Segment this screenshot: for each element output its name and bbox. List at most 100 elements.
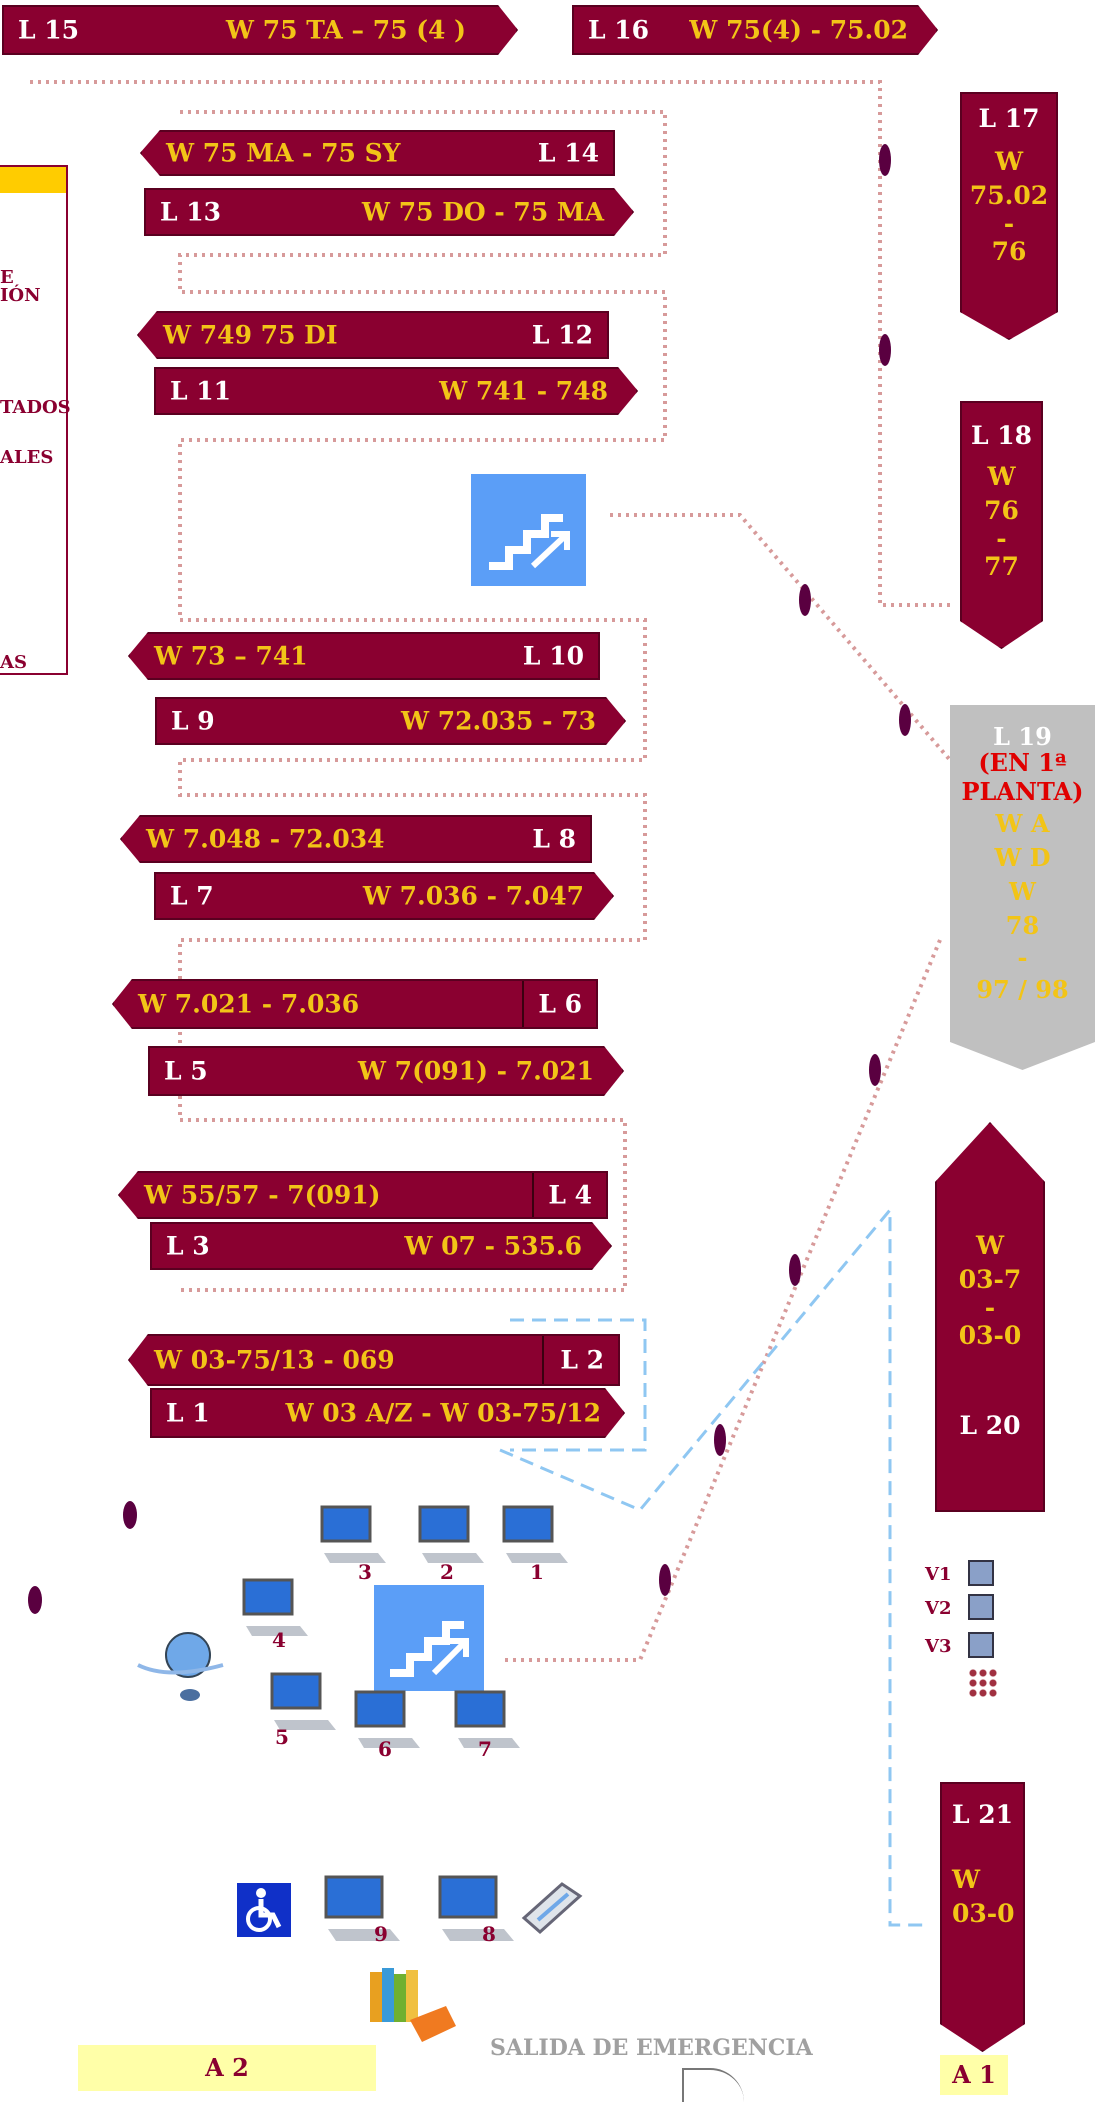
shelf-l10[interactable]: W 73 – 741 L 10 <box>128 632 600 680</box>
computer-number: 1 <box>530 1560 544 1584</box>
shelf-label: L 11 <box>170 376 232 406</box>
shelf-range: W 75 TA – 75 (4 ) <box>225 15 466 45</box>
computer-icon[interactable] <box>322 1875 402 1945</box>
shelf-label: L 19 <box>993 722 1052 751</box>
computer-icon[interactable] <box>318 1505 388 1565</box>
floor-note-1: (EN 1ª <box>978 748 1067 777</box>
shelf-range-2: 03-7 <box>958 1265 1022 1294</box>
computer-icon[interactable] <box>416 1505 486 1565</box>
shelf-divider <box>542 1336 544 1384</box>
shelf-l6[interactable]: W 7.021 - 7.036 L 6 <box>112 979 598 1029</box>
shelf-l4[interactable]: W 55/57 - 7(091) L 4 <box>118 1171 608 1219</box>
shelf-range: W 55/57 - 7(091) <box>144 1180 381 1210</box>
computer-icon[interactable] <box>436 1875 516 1945</box>
shelf-l9[interactable]: L 9 W 72.035 - 73 <box>155 697 626 745</box>
shelf-range-2: 75.02 <box>969 181 1049 210</box>
shelf-l5[interactable]: L 5 W 7(091) - 7.021 <box>148 1046 624 1096</box>
shelf-range-1: W <box>975 1231 1005 1260</box>
viewer-v1-icon[interactable] <box>968 1560 994 1586</box>
viewer-v2-label: V2 <box>925 1598 952 1619</box>
shelf-label: L 6 <box>538 989 582 1019</box>
shelf-range: W 03 A/Z - W 03-75/12 <box>285 1398 601 1428</box>
shelf-range: W 07 - 535.6 <box>404 1231 582 1261</box>
legend-text-3: TADOS <box>0 397 71 418</box>
shelf-l1[interactable]: L 1 W 03 A/Z - W 03-75/12 <box>150 1388 625 1438</box>
shelf-label: L 5 <box>164 1056 208 1086</box>
computer-icon[interactable] <box>240 1578 310 1638</box>
legend-box: E IÓN TADOS ALES AS <box>0 165 71 675</box>
shelf-l19[interactable]: L 19 (EN 1ª PLANTA) W A W D W 78 - 97 / … <box>950 705 1095 1070</box>
computer-icon[interactable] <box>500 1505 570 1565</box>
shelf-l14[interactable]: W 75 MA - 75 SY L 14 <box>140 130 615 176</box>
shelf-range-4: 78 <box>1005 911 1040 940</box>
shelf-label: L 13 <box>160 197 222 227</box>
stairs-icon <box>471 474 586 586</box>
computer-icon[interactable] <box>352 1690 422 1750</box>
legend-text-2: IÓN <box>0 285 41 306</box>
shelf-range-2: W D <box>994 843 1051 872</box>
zone-a2: A 2 <box>78 2045 376 2091</box>
computer-icon[interactable] <box>452 1690 522 1750</box>
viewer-v1-label: V1 <box>925 1564 952 1585</box>
shelf-label: L 15 <box>18 15 80 45</box>
shelf-label: L 2 <box>560 1345 604 1375</box>
shelf-range-4: 76 <box>991 237 1027 266</box>
emergency-exit-label[interactable]: SALIDA DE EMERGENCIA <box>490 2035 813 2061</box>
shelf-range: W 7(091) - 7.021 <box>357 1056 594 1086</box>
scanner-icon[interactable] <box>518 1878 584 1938</box>
shelf-l12[interactable]: W 749 75 DI L 12 <box>137 311 609 359</box>
legend-header <box>0 167 66 193</box>
shelf-label: L 4 <box>548 1180 592 1210</box>
shelf-range-4: 03-0 <box>958 1321 1022 1350</box>
shelf-l3[interactable]: L 3 W 07 - 535.6 <box>150 1222 612 1270</box>
computer-number: 8 <box>482 1922 496 1946</box>
shelf-range: W 75(4) - 75.02 <box>689 15 908 45</box>
shelf-range: W 75 DO - 75 MA <box>361 197 604 227</box>
shelf-label: L 1 <box>166 1398 210 1428</box>
zone-a1: A 1 <box>940 2055 1008 2095</box>
shelf-range-3: W <box>1009 877 1036 906</box>
computer-number: 3 <box>358 1560 372 1584</box>
stairs-icon <box>374 1585 484 1691</box>
computer-number: 5 <box>275 1725 289 1749</box>
shelf-l7[interactable]: L 7 W 7.036 - 7.047 <box>154 872 614 920</box>
shelf-range-1: W <box>952 1865 981 1894</box>
computer-number: 2 <box>440 1560 454 1584</box>
shelf-label: L 12 <box>531 320 593 350</box>
shelf-l21[interactable]: L 21 W 03-0 <box>940 1782 1025 2052</box>
shelf-l18[interactable]: L 18 W 76 - 77 <box>960 401 1043 649</box>
computer-number: 6 <box>378 1737 392 1761</box>
shelf-l20[interactable]: W 03-7 - 03-0 L 20 <box>935 1122 1045 1512</box>
viewer-v2-icon[interactable] <box>968 1594 994 1620</box>
shelf-label: L 20 <box>959 1411 1021 1440</box>
viewer-v3-icon[interactable] <box>968 1632 994 1658</box>
shelf-label: L 8 <box>532 824 576 854</box>
shelf-l2[interactable]: W 03-75/13 - 069 L 2 <box>128 1334 620 1386</box>
shelf-range-6: 97 / 98 <box>976 975 1069 1004</box>
shelf-label: L 21 <box>952 1800 1014 1829</box>
shelf-range: W 7.021 - 7.036 <box>138 989 360 1019</box>
shelf-l8[interactable]: W 7.048 - 72.034 L 8 <box>120 815 592 863</box>
shelf-l13[interactable]: L 13 W 75 DO - 75 MA <box>144 188 634 236</box>
shelf-range: W 75 MA - 75 SY <box>166 138 401 168</box>
shelf-l16[interactable]: L 16 W 75(4) - 75.02 <box>572 5 938 55</box>
shelf-range-3: - <box>984 1293 996 1322</box>
shelf-range: W 741 - 748 <box>439 376 608 406</box>
computer-number: 7 <box>478 1737 492 1761</box>
shelf-label: L 18 <box>970 421 1033 450</box>
shelf-l15[interactable]: L 15 W 75 TA – 75 (4 ) <box>2 5 518 55</box>
shelf-range: W 03-75/13 - 069 <box>154 1345 395 1375</box>
shelf-l11[interactable]: L 11 W 741 - 748 <box>154 367 638 415</box>
shelf-l17[interactable]: L 17 W 75.02 - 76 <box>960 92 1058 340</box>
shelf-range: W 72.035 - 73 <box>400 706 596 736</box>
shelf-label: L 3 <box>166 1231 210 1261</box>
shelf-range: W 7.036 - 7.047 <box>362 881 584 911</box>
legend-text-1: E <box>0 267 14 288</box>
computer-icon[interactable] <box>268 1672 338 1732</box>
globe-mouse-icon[interactable] <box>128 1625 228 1705</box>
shelf-label: L 17 <box>978 104 1040 133</box>
keypad-icon <box>968 1668 998 1698</box>
shelf-range: W 749 75 DI <box>163 320 338 350</box>
shelf-range: W 7.048 - 72.034 <box>146 824 385 854</box>
books-icon <box>360 1962 460 2044</box>
